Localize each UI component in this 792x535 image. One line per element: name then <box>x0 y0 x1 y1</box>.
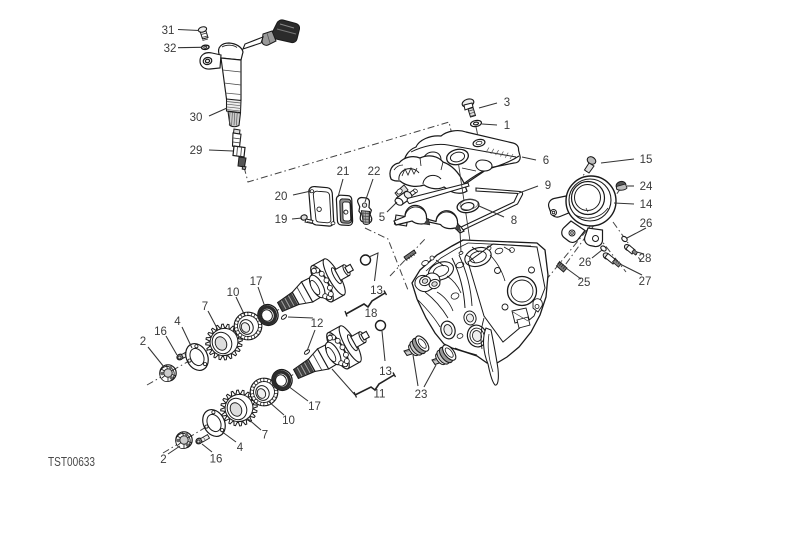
svg-text:18: 18 <box>365 308 378 320</box>
svg-text:2: 2 <box>160 454 166 466</box>
svg-text:31: 31 <box>162 25 175 37</box>
svg-text:32: 32 <box>164 43 177 55</box>
svg-text:26: 26 <box>640 218 653 230</box>
svg-text:27: 27 <box>639 276 652 288</box>
svg-text:7: 7 <box>262 430 268 442</box>
svg-text:7: 7 <box>202 301 208 313</box>
svg-text:17: 17 <box>250 276 263 288</box>
svg-text:20: 20 <box>275 191 288 203</box>
svg-text:21: 21 <box>337 166 350 178</box>
svg-text:26: 26 <box>579 257 592 269</box>
svg-text:8: 8 <box>511 215 517 227</box>
svg-text:1: 1 <box>504 120 510 132</box>
svg-text:6: 6 <box>543 155 549 167</box>
svg-text:16: 16 <box>210 454 223 466</box>
svg-text:19: 19 <box>275 214 288 226</box>
svg-text:10: 10 <box>282 415 295 427</box>
svg-text:13: 13 <box>379 366 392 378</box>
svg-text:17: 17 <box>308 401 321 413</box>
svg-text:28: 28 <box>639 253 652 265</box>
svg-text:13: 13 <box>370 285 383 297</box>
svg-text:16: 16 <box>154 326 167 338</box>
svg-text:15: 15 <box>640 154 653 166</box>
svg-text:12: 12 <box>311 318 324 330</box>
svg-text:29: 29 <box>190 145 203 157</box>
svg-text:22: 22 <box>368 166 381 178</box>
svg-text:14: 14 <box>640 199 653 211</box>
svg-text:24: 24 <box>640 181 653 193</box>
svg-text:10: 10 <box>227 287 240 299</box>
svg-text:30: 30 <box>190 112 203 124</box>
svg-text:11: 11 <box>374 389 386 401</box>
svg-text:23: 23 <box>415 389 428 401</box>
svg-text:9: 9 <box>545 180 551 192</box>
svg-text:4: 4 <box>174 316 181 328</box>
svg-text:2: 2 <box>140 336 146 348</box>
svg-text:4: 4 <box>237 442 244 454</box>
svg-text:3: 3 <box>504 97 510 109</box>
svg-text:TST00633: TST00633 <box>48 455 95 469</box>
svg-text:25: 25 <box>578 277 591 289</box>
svg-text:5: 5 <box>379 212 385 224</box>
